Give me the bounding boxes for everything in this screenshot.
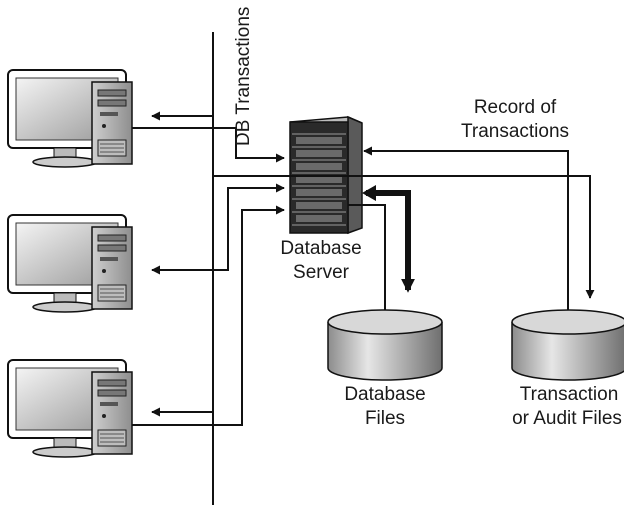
arrowhead-into-server [362,185,376,201]
computer-tower-icon [91,81,133,165]
label-database-files-2: Files [365,408,405,429]
connector-server-to-transaction-files [213,175,595,299]
connector-workstation-1-to-server [132,127,285,163]
label-transaction-files-2: or Audit Files [512,408,622,429]
label-database-files-1: Database [344,384,425,405]
connector-transaction-files-to-server [363,146,569,310]
label-record-of: Record of [474,97,557,118]
label-database-server-2: Server [293,262,350,283]
database-files-cylinder-icon [327,309,443,381]
label-db-transactions: DB Transactions [233,7,254,146]
connector-workstation-3-to-server [132,205,285,426]
label-transactions: Transactions [461,121,569,142]
workstation-3 [7,359,133,458]
transaction-files-cylinder-icon [511,309,624,381]
workstation-1 [7,69,133,168]
workstation-2 [7,214,133,313]
connector-workstation-2-to-server [213,183,285,271]
label-transaction-files-1: Transaction [520,384,619,405]
computer-tower-icon [91,226,133,310]
connector-server-database-files-thick [366,190,415,293]
connector-database-files-to-server [348,204,386,310]
label-database-server-1: Database [280,238,361,259]
computer-tower-icon [91,371,133,455]
